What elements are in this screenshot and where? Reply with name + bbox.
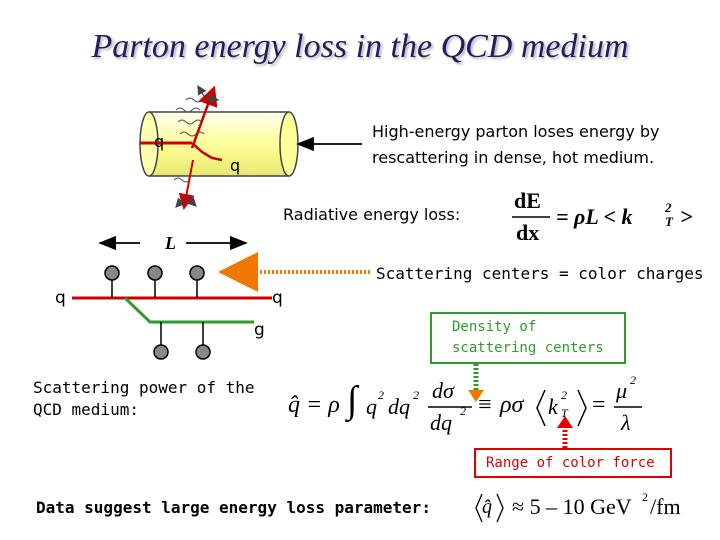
medium-tube [139,111,299,177]
qhat-equiv: ≡ [478,392,492,418]
scattering-power-line2: QCD medium: [33,400,139,419]
conclusion-value: ≈ 5 – 10 GeV [512,494,632,519]
radiative-end: > [680,204,693,229]
qhat-lambda: λ [621,410,631,435]
qhat-integrand-sup: 2 [378,388,384,402]
qhat-dq2-sup: 2 [460,404,466,418]
radiative-dx: dx [516,220,540,245]
length-label: L [165,233,176,253]
radiative-label: Radiative energy loss: [283,205,461,224]
qhat-dsigma: dσ [432,378,454,403]
integral-sign: ∫ [347,379,358,421]
conclusion-text: Data suggest large energy loss parameter… [36,498,431,517]
qhat-eq1: = ρ [306,392,340,418]
qhat-mu-sup: 2 [630,373,636,387]
qhat-rho-sigma: ρσ [500,392,524,418]
scatter-gluon: g [254,320,265,340]
radiative-sup: 2 [665,200,672,215]
qhat-kt: k [548,394,558,419]
scatter-q-in: q [55,288,66,308]
conclusion-sup: 2 [642,490,648,504]
qhat-kt-sub: T [561,406,568,420]
description-line1: High-energy parton loses energy by [372,122,660,141]
tube-label-out: q [230,156,241,175]
qhat-dq-sup: 2 [413,388,419,402]
qhat-integrand: q [366,394,377,419]
conclusion-unit: /fm [650,494,681,519]
qhat-dq: dq [388,394,410,419]
qhat-eq2: = [592,392,606,418]
density-line1: Density of [452,319,537,335]
density-box: Density of scattering centers [430,312,626,364]
conclusion-qhat: q̂ [482,496,492,518]
description-line2: rescattering in dense, hot medium. [372,148,655,167]
radiative-sub: T [665,214,673,229]
density-line2: scattering centers [452,340,604,356]
tube-label-in: q [154,132,165,151]
radiative-dE: dE [514,188,541,213]
radiative-rhs: = ρL < k [556,204,633,229]
qhat-mu: μ [616,378,628,403]
emitted-parton-up [190,84,220,149]
page-title: Parton energy loss in the QCD medium [91,28,629,65]
range-box: Range of color force [474,448,672,478]
gluon-radiation [173,97,211,183]
scattering-diagram [72,265,272,360]
range-label: Range of color force [486,455,655,471]
scattering-power-line1: Scattering power of the [33,378,255,397]
emitted-parton-down [175,159,197,210]
scatter-q-out: q [272,288,283,308]
qhat-kt-sup: 2 [561,388,567,402]
qhat-dq2: dq [430,410,452,435]
scattering-centers-label: Scattering centers = color charges [376,264,704,283]
parton-line [140,141,223,162]
qhat-symbol: q̂ [288,392,300,418]
